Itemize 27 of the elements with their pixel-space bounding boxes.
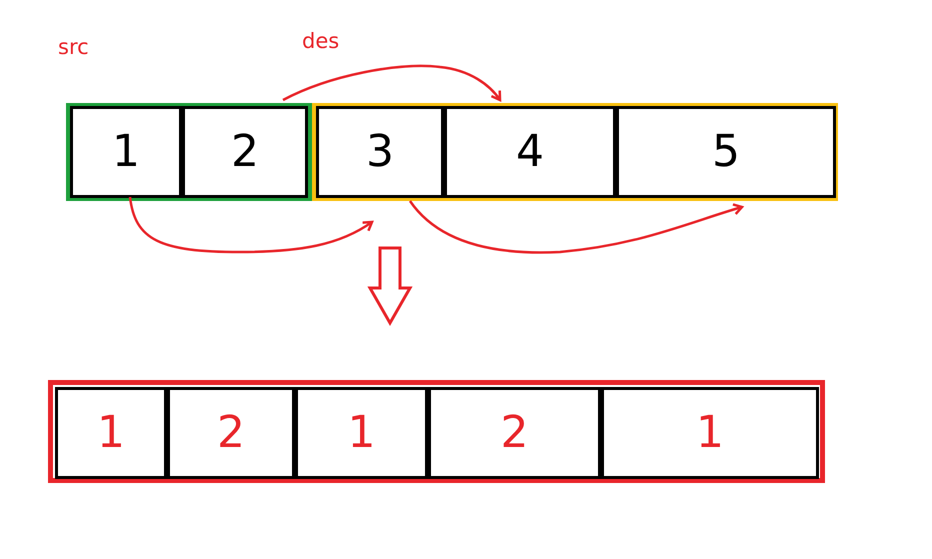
cell-value: 2 (217, 411, 245, 455)
array-cell (55, 387, 167, 479)
cell-value: 3 (366, 130, 394, 174)
result-array-frame (48, 380, 825, 483)
curved-arrow (409, 200, 744, 254)
cell-value: 1 (112, 130, 140, 174)
cell-value: 4 (516, 130, 544, 174)
pointer-label: src (58, 35, 89, 59)
array-cell (601, 387, 819, 479)
curved-arrow (128, 196, 374, 254)
array-cell (182, 106, 308, 198)
cell-value: 2 (500, 411, 528, 455)
array-cell (295, 387, 428, 479)
array-cell (70, 106, 182, 198)
cell-value: 1 (696, 411, 724, 455)
curved-arrow (282, 64, 502, 102)
cell-value: 1 (97, 411, 125, 455)
block-arrow (367, 246, 413, 326)
cell-value: 2 (231, 130, 259, 174)
array-cell (428, 387, 601, 479)
cell-value: 1 (348, 411, 376, 455)
array-cell (444, 106, 616, 198)
array-cell (316, 106, 444, 198)
pointer-label: des (302, 29, 340, 53)
array-cell (616, 106, 836, 198)
cell-value: 5 (712, 130, 740, 174)
array-cell (167, 387, 295, 479)
